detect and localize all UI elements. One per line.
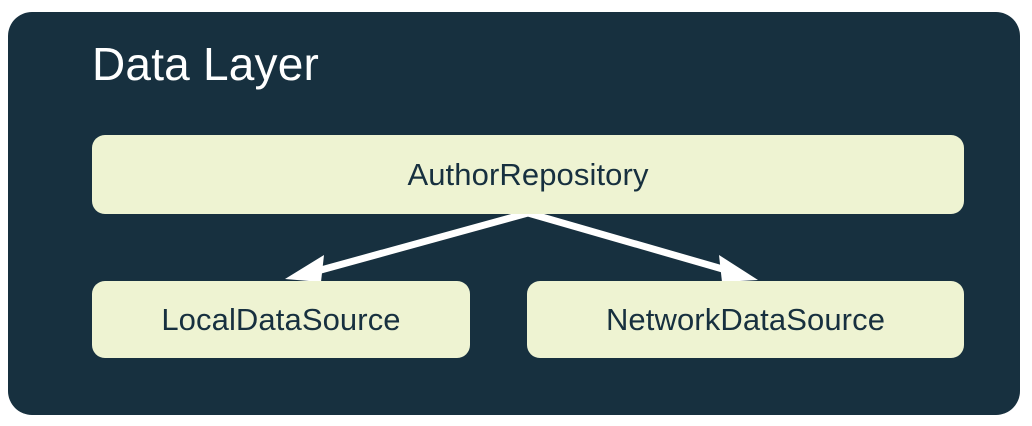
page-title: Data Layer xyxy=(92,38,320,90)
node-local-data-source-label: LocalDataSource xyxy=(161,301,401,337)
node-network-data-source-label: NetworkDataSource xyxy=(605,301,886,337)
node-author-repository[interactable]: AuthorRepository xyxy=(92,135,964,214)
node-local-data-source[interactable]: LocalDataSource xyxy=(92,281,470,358)
node-network-data-source[interactable]: NetworkDataSource xyxy=(527,281,964,358)
node-author-repository-label: AuthorRepository xyxy=(407,156,649,192)
